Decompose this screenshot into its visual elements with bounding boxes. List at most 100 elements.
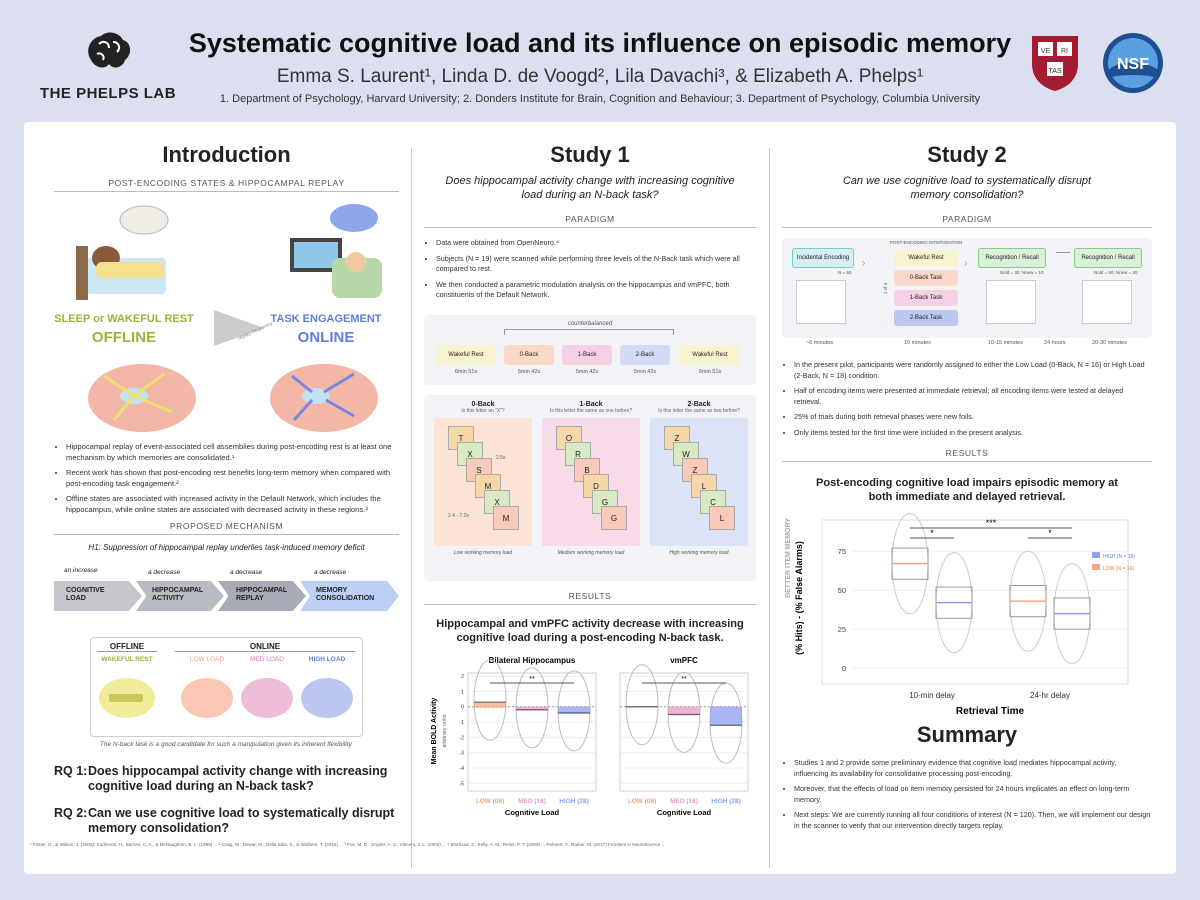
flow-arrow-icon: › xyxy=(862,258,866,269)
nback-letter-card: G xyxy=(601,505,627,530)
poster-authors: Emma S. Laurent¹, Linda D. de Voogd², Li… xyxy=(276,66,924,87)
significance-label: * xyxy=(1048,528,1052,538)
timeline-block: 2-Back xyxy=(620,344,670,365)
state-low-label: LOW LOAD xyxy=(189,656,225,663)
state-med-label: MED LOAD xyxy=(250,656,284,663)
study1-bullet: Data were obtained from OpenNeuro.⁴ xyxy=(436,238,756,249)
study1-heading: Study 1 xyxy=(550,142,630,167)
recall2-n: Nold = 60; Nnew = 20 xyxy=(1094,270,1138,275)
nback-title: 1-Back xyxy=(579,400,603,408)
harvard-shield-icon: VE RI TAS xyxy=(1032,36,1078,91)
study2-column: Study 2 Can we use cognitive load to sys… xyxy=(782,122,1152,874)
state-high-label: HIGH LOAD xyxy=(308,656,346,663)
timeline-time: 5min 42s xyxy=(517,368,541,375)
chain-direction: a decrease xyxy=(314,569,347,576)
research-question-2: RQ 2: Can we use cognitive load to syste… xyxy=(54,806,399,836)
states-illustration: SLEEP or WAKEFUL REST OFFLINE TASK ENGAG… xyxy=(54,198,399,438)
summary-bullet: Studies 1 and 2 provide some preliminary… xyxy=(794,758,1152,779)
plot-frame xyxy=(821,519,1129,685)
mechanism-caption: The N-back task is a good candidate for … xyxy=(99,741,354,748)
rq1-text: Does hippocampal activity change with in… xyxy=(88,764,388,793)
legend-label: HIGH (N = 18) xyxy=(1103,554,1135,560)
chain-label: HIPPOCAMPAL ACTIVITY xyxy=(152,587,204,602)
encoding-stimuli xyxy=(796,280,846,324)
y-axis-top-label: BETTER ITEM MEMORY xyxy=(785,518,792,598)
mean-bar xyxy=(516,706,548,711)
duration-label: ~6 minutes xyxy=(806,340,834,346)
study2-question: Can we use cognitive load to systematica… xyxy=(842,175,1092,201)
y-tick-label: 75 xyxy=(838,547,846,556)
recall1-stimuli xyxy=(986,280,1036,324)
study2-paradigm: POST-ENCODING INTERVENTION Incidental En… xyxy=(782,238,1152,338)
timing-label: 2.4 - 7.2s xyxy=(448,512,469,519)
chain-step-replay xyxy=(218,581,306,611)
y-tick-label: -2 xyxy=(459,735,464,741)
x-tick-label: MED (18) xyxy=(518,798,546,805)
nback-letter-card: M xyxy=(493,505,519,530)
legend-swatch xyxy=(1092,552,1100,558)
study2-bullet: Half of encoding items were presented at… xyxy=(794,386,1152,407)
timing-label: 2.5s xyxy=(496,454,506,461)
recall2-block: Recognition / Recall xyxy=(1074,248,1142,268)
x-tick-label: 10-min delay xyxy=(909,691,955,700)
intro-bullet: Hippocampal replay of event-associated c… xyxy=(66,442,399,463)
study2-bullet: Only items tested for the first time wer… xyxy=(794,428,1152,439)
study2-heading: Study 2 xyxy=(927,142,1007,167)
significance-label: * xyxy=(930,528,934,538)
x-tick-label: HIGH (28) xyxy=(559,798,589,805)
y-tick-label: 0 xyxy=(842,664,846,673)
online-label-1: TASK ENGAGEMENT xyxy=(270,313,381,325)
timeline-time: 6min 51s xyxy=(454,368,478,375)
harvard-letters-2: RI xyxy=(1061,48,1068,55)
state-brains-icon xyxy=(99,678,353,718)
intro-bullets: Hippocampal replay of event-associated c… xyxy=(54,442,399,515)
y-tick-label: 2 xyxy=(461,674,464,680)
plot-frame xyxy=(467,672,597,791)
recall1-block: Recognition / Recall xyxy=(978,248,1046,268)
hypothesis-1: H1: Suppression of hippocampal replay un… xyxy=(88,543,365,552)
counterbalance-bracket xyxy=(504,328,674,335)
chain-label: MEMORY CONSOLIDATION xyxy=(316,587,375,602)
zero-back-block: 0-Back Task xyxy=(894,270,958,286)
nback-title: 0-Back xyxy=(471,400,495,408)
y-tick-label: 1 xyxy=(461,689,464,695)
recall1-n: Nold = 30; Nnew = 10 xyxy=(1000,270,1044,275)
study1-bullet: Subjects (N = 19) were scanned while per… xyxy=(436,254,756,275)
summary-bullet: Next steps: We are currently running all… xyxy=(794,810,1152,831)
nback-question: Is this letter an “X”? xyxy=(461,407,505,414)
chain-direction: a decrease xyxy=(148,569,181,576)
timeline-block: Wakeful Rest xyxy=(436,344,496,365)
chain-step-cognitive-load xyxy=(54,581,142,611)
study1-results-title: Hippocampal and vmPFC activity decrease … xyxy=(436,617,744,644)
durations-row: ~6 minutes 10 minutes 10-15 minutes 24 h… xyxy=(782,338,1152,350)
study1-paradigm-heading: PARADIGM xyxy=(424,214,756,228)
one-back-block: 1-Back Task xyxy=(894,290,958,306)
x-tick-label: LOW (08) xyxy=(476,798,505,805)
intro-heading: Introduction xyxy=(162,142,291,167)
duration-label: 10 minutes xyxy=(904,340,931,346)
significance-label: ** xyxy=(529,676,535,683)
study1-results-heading: RESULTS xyxy=(424,591,756,605)
nback-question: Is this letter the same as two before? xyxy=(658,407,740,414)
summary-heading: Summary xyxy=(916,722,1018,747)
duration-label: 20-30 minutes xyxy=(1092,340,1127,346)
poster-body: Introduction POST-ENCODING STATES & HIPP… xyxy=(24,122,1176,874)
counterbalanced-label: counterbalanced xyxy=(567,320,613,327)
chain-label: COGNITIVE LOAD xyxy=(66,587,105,602)
study1-column: Study 1 Does hippocampal activity change… xyxy=(424,122,756,874)
y-axis-sublabel: arbitrary units xyxy=(442,714,448,748)
y-axis-label: Mean BOLD Activity xyxy=(431,697,438,764)
significance-label: *** xyxy=(986,518,997,528)
timeline-time: 6min 51s xyxy=(698,368,722,375)
harvard-letters-3: TAS xyxy=(1048,68,1061,75)
x-axis-label: Retrieval Time xyxy=(956,706,1025,717)
poster-affiliations: 1. Department of Psychology, Harvard Uni… xyxy=(219,93,981,105)
rq1-label: RQ 1: xyxy=(54,764,88,778)
legend-label: LOW (N = 16) xyxy=(1103,566,1134,572)
study2-bullet: In the present pilot, participants were … xyxy=(794,360,1152,381)
